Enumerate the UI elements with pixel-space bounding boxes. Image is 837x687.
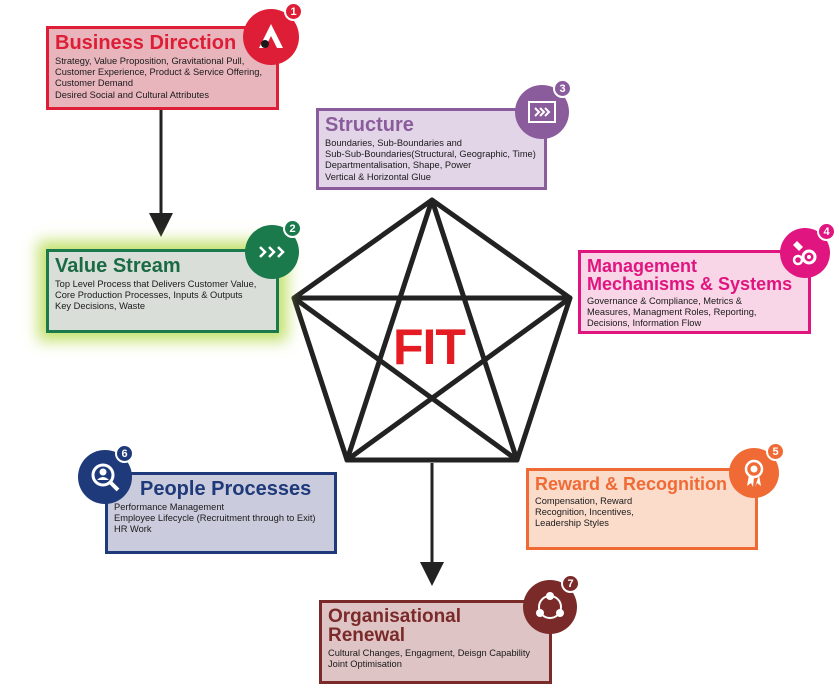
management-text: Governance & Compliance, Metrics & Measu… (587, 296, 757, 329)
organisational-renewal-box: Organisational Renewal Cultural Changes,… (319, 600, 552, 684)
value-stream-box: Value Stream Top Level Process that Deli… (46, 249, 279, 333)
people-processes-title: People Processes (140, 478, 312, 500)
organisational-renewal-text: Cultural Changes, Engagment, Deisgn Capa… (328, 648, 531, 670)
pentagon-outline (291, 197, 573, 463)
badge-number-7: 7 (561, 574, 580, 593)
business-direction-box: Business Direction Strategy, Value Propo… (46, 26, 279, 110)
people-processes-text: Performance Management Employee Lifecycl… (114, 502, 316, 535)
organisational-renewal-title: Organisational Renewal (328, 606, 462, 646)
people-processes-box: People Processes Performance Management … (105, 472, 337, 554)
badge-number-4: 4 (817, 222, 836, 241)
badge-number-3: 3 (553, 79, 572, 98)
structure-text: Boundaries, Sub-Boundaries and Sub-Sub-B… (325, 138, 536, 182)
structure-box: Structure Boundaries, Sub-Boundaries and… (316, 108, 547, 190)
structure-title: Structure (325, 114, 414, 136)
badge-number-2: 2 (283, 219, 302, 238)
star-outline (291, 197, 573, 463)
badge-number-1: 1 (284, 2, 303, 21)
management-title: Management Mechanisms & Systems (587, 256, 793, 294)
badge-number-6: 6 (115, 444, 134, 463)
badge-number-5: 5 (766, 442, 785, 461)
value-stream-title: Value Stream (55, 255, 181, 277)
fit-label: FIT (393, 319, 466, 375)
reward-recognition-text: Compensation, Reward Recognition, Incent… (535, 496, 634, 529)
business-direction-text: Strategy, Value Proposition, Gravitation… (55, 56, 263, 100)
value-stream-text: Top Level Process that Delivers Customer… (55, 279, 257, 312)
reward-recognition-box: Reward & Recognition Compensation, Rewar… (526, 468, 758, 550)
reward-recognition-title: Reward & Recognition (535, 474, 728, 494)
business-direction-title: Business Direction (55, 32, 237, 54)
management-box: Management Mechanisms & Systems Governan… (578, 250, 811, 334)
